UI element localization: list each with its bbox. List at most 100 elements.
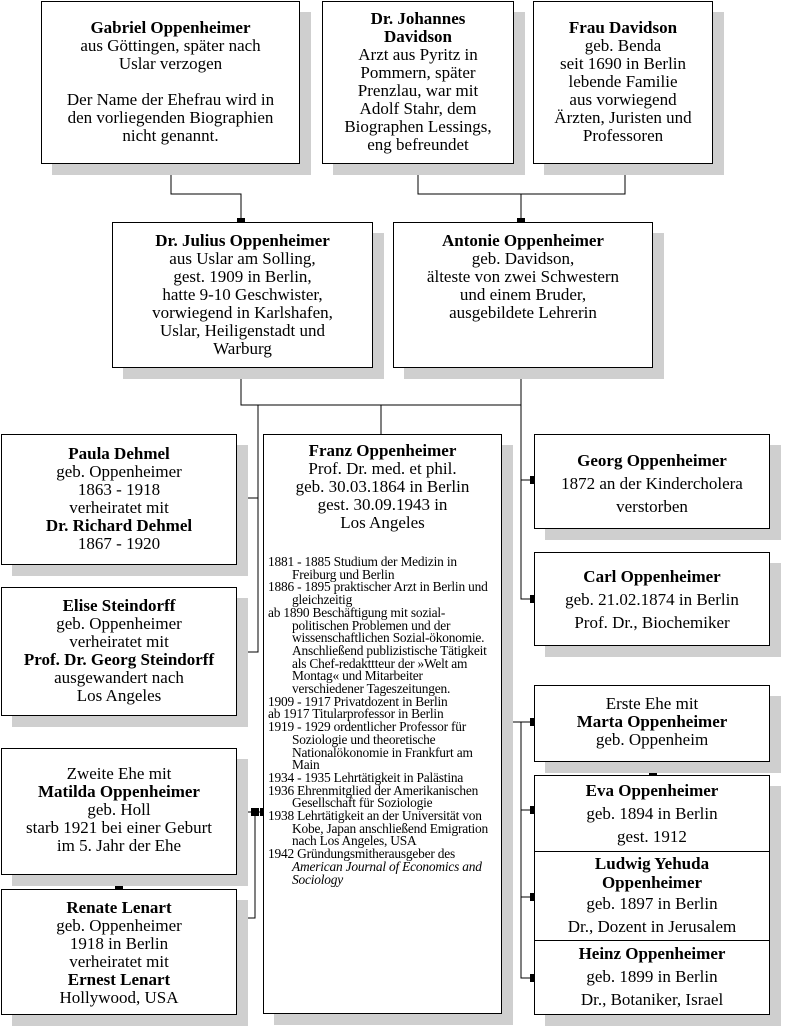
person-name: Heinz Oppenheimer <box>578 944 726 963</box>
person-detail: Warburg <box>213 339 272 358</box>
timeline-entry: 1881 - 1885 Studium der Medizin in Freib… <box>268 554 457 582</box>
person-name: Frau Davidson <box>568 18 678 37</box>
person-detail: Uslar, Heiligenstadt und <box>159 321 326 340</box>
person-detail: Prenzlau, war mit <box>357 81 479 100</box>
spouse-name: Prof. Dr. Georg Steindorff <box>23 650 215 669</box>
person-detail: aus Uslar am Solling, <box>169 249 316 268</box>
person-name: Davidson <box>383 27 453 46</box>
person-detail: hatte 9-10 Geschwister, <box>162 285 323 304</box>
person-detail: 1863 - 1918 <box>77 480 161 499</box>
person-name: Elise Steindorff <box>62 596 176 615</box>
person-detail: gest. 30.09.1943 in <box>317 495 448 514</box>
person-detail: geb. Oppenheimer <box>56 916 182 935</box>
timeline-entry: ab 1917 Titularprofessor in Berlin <box>268 706 444 722</box>
person-name: Carl Oppenheimer <box>583 567 721 586</box>
person-name: Ludwig Yehuda <box>594 854 710 873</box>
timeline-entry-last: 1942 Gründungsmitherausgeber des America… <box>268 846 497 887</box>
person-note: Der Name der Ehefrau wird in <box>66 90 275 109</box>
timeline-entry: 1919 - 1929 ordentlicher Professor für S… <box>268 719 473 773</box>
divider <box>535 851 769 852</box>
person-detail: geb. 30.03.1864 in Berlin <box>295 477 470 496</box>
person-detail: Zweite Ehe mit <box>66 764 172 783</box>
person-note: nicht genannt. <box>122 126 219 145</box>
person-detail: geb. Oppenheim <box>595 730 709 749</box>
person-name: Matilda Oppenheimer <box>38 782 200 801</box>
person-box-ludwig-yehuda-oppenheimer: Ludwig Yehuda Oppenheimer geb. 1897 in B… <box>535 854 769 938</box>
person-detail: 1872 an der Kindercholera <box>561 474 743 493</box>
person-box-matilda-oppenheimer: Zweite Ehe mit Matilda Oppenheimer geb. … <box>1 748 237 875</box>
person-box-franz-oppenheimer: Franz Oppenheimer Prof. Dr. med. et phil… <box>263 434 502 1014</box>
person-detail: verheiratet mit <box>69 632 169 651</box>
person-detail: ausgewandert nach <box>54 668 184 687</box>
person-name: Franz Oppenheimer <box>308 441 457 460</box>
person-box-frau-davidson: Frau Davidson geb. Benda seit 1690 in Be… <box>533 1 713 164</box>
person-detail: Dr., Dozent in Jerusalem <box>567 917 737 936</box>
person-name: Paula Dehmel <box>68 444 170 463</box>
person-box-paula-dehmel: Paula Dehmel geb. Oppenheimer 1863 - 191… <box>1 434 237 565</box>
person-detail: älteste von zwei Schwestern <box>426 267 620 286</box>
timeline-entry: 1936 Ehrenmitglied der Amerikanischen Ge… <box>268 782 479 811</box>
person-detail: eng befreundet <box>367 135 469 154</box>
person-detail: Prof. Dr., Biochemiker <box>574 613 730 632</box>
person-detail: Erste Ehe mit <box>605 694 699 713</box>
person-detail: geb. Davidson, <box>471 249 575 268</box>
person-detail: gest. 1909 in Berlin, <box>173 267 312 286</box>
person-detail: Prof. Dr. med. et phil. <box>308 459 457 478</box>
person-detail: verstorben <box>616 497 688 516</box>
person-detail: seit 1690 in Berlin <box>559 54 687 73</box>
person-detail: verheiratet mit <box>69 952 169 971</box>
person-box-elise-steindorff: Elise Steindorff geb. Oppenheimer verhei… <box>1 587 237 716</box>
person-detail: Adolf Stahr, dem <box>359 99 477 118</box>
person-detail: aus Göttingen, später nach <box>80 36 261 55</box>
person-box-georg-oppenheimer: Georg Oppenheimer 1872 an der Kinderchol… <box>534 434 770 529</box>
person-detail: 1867 - 1920 <box>77 534 161 553</box>
person-name: Gabriel Oppenheimer <box>90 18 251 37</box>
person-name: Eva Oppenheimer <box>585 781 719 800</box>
biography-timeline: 1881 - 1885 Studium der Medizin in Freib… <box>268 554 497 887</box>
person-detail: und einem Bruder, <box>459 285 587 304</box>
timeline-entry: 1909 - 1917 Privatdozent in Berlin <box>268 693 448 709</box>
person-detail: Dr., Botaniker, Israel <box>580 990 724 1009</box>
person-detail: Pommern, später <box>360 63 476 82</box>
person-detail: geb. Benda <box>584 36 662 55</box>
person-name: Dr. Johannes <box>370 9 466 28</box>
person-detail: Arzt aus Pyritz in <box>358 45 478 64</box>
person-detail: im 5. Jahr der Ehe <box>56 836 182 855</box>
person-box-renate-lenart: Renate Lenart geb. Oppenheimer 1918 in B… <box>1 889 237 1015</box>
person-detail: geb. Holl <box>87 800 151 819</box>
person-detail: ausgebildete Lehrerin <box>449 303 597 322</box>
children-box: Eva Oppenheimer geb. 1894 in Berlin gest… <box>534 775 770 1015</box>
person-name: Georg Oppenheimer <box>577 451 727 470</box>
person-detail: verheiratet mit <box>69 498 169 517</box>
divider <box>535 940 769 941</box>
person-box-heinz-oppenheimer: Heinz Oppenheimer geb. 1899 in Berlin Dr… <box>535 942 769 1011</box>
person-detail: geb. Oppenheimer <box>56 462 182 481</box>
person-box-julius-oppenheimer: Dr. Julius Oppenheimer aus Uslar am Soll… <box>112 222 373 368</box>
person-detail: Hollywood, USA <box>59 988 179 1007</box>
person-detail: vorwiegend in Karlshafen, <box>152 303 333 322</box>
person-detail: Biographen Lessings, <box>344 117 492 136</box>
timeline-entry: 1934 - 1935 Lehrtätigkeit in Palästina <box>268 769 464 785</box>
spouse-name: Dr. Richard Dehmel <box>45 516 193 535</box>
person-detail: starb 1921 bei einer Geburt <box>26 818 212 837</box>
timeline-entry: 1886 - 1895 praktischer Arzt in Berlin u… <box>268 579 488 608</box>
person-box-marta-oppenheimer: Erste Ehe mit Marta Oppenheimer geb. Opp… <box>534 685 770 762</box>
person-box-gabriel-oppenheimer: Gabriel Oppenheimer aus Göttingen, späte… <box>41 1 300 164</box>
person-name: Oppenheimer <box>601 873 703 892</box>
spouse-name: Ernest Lenart <box>67 970 171 989</box>
person-note: den vorliegenden Biographien <box>67 108 274 127</box>
person-detail: Ärzten, Juristen und <box>554 108 692 127</box>
person-detail: Los Angeles <box>76 686 162 705</box>
person-box-eva-oppenheimer: Eva Oppenheimer geb. 1894 in Berlin gest… <box>535 779 769 848</box>
person-detail: Professoren <box>582 126 664 145</box>
journal-title: American Journal of Economics and Sociol… <box>292 858 482 887</box>
timeline-entry: ab 1890 Beschäftigung mit sozial-politis… <box>268 604 487 697</box>
timeline-entry: 1938 Lehrtätigkeit an der Universität vo… <box>268 808 489 849</box>
person-name: Dr. Julius Oppenheimer <box>155 231 330 250</box>
person-detail: 1918 in Berlin <box>69 934 169 953</box>
person-detail: lebende Familie <box>568 72 678 91</box>
person-detail: geb. 1899 in Berlin <box>586 967 718 986</box>
person-detail: geb. 1894 in Berlin <box>586 804 718 823</box>
person-name: Marta Oppenheimer <box>576 712 728 731</box>
timeline-entry-text: 1942 Gründungsmitherausgeber des <box>268 846 455 862</box>
